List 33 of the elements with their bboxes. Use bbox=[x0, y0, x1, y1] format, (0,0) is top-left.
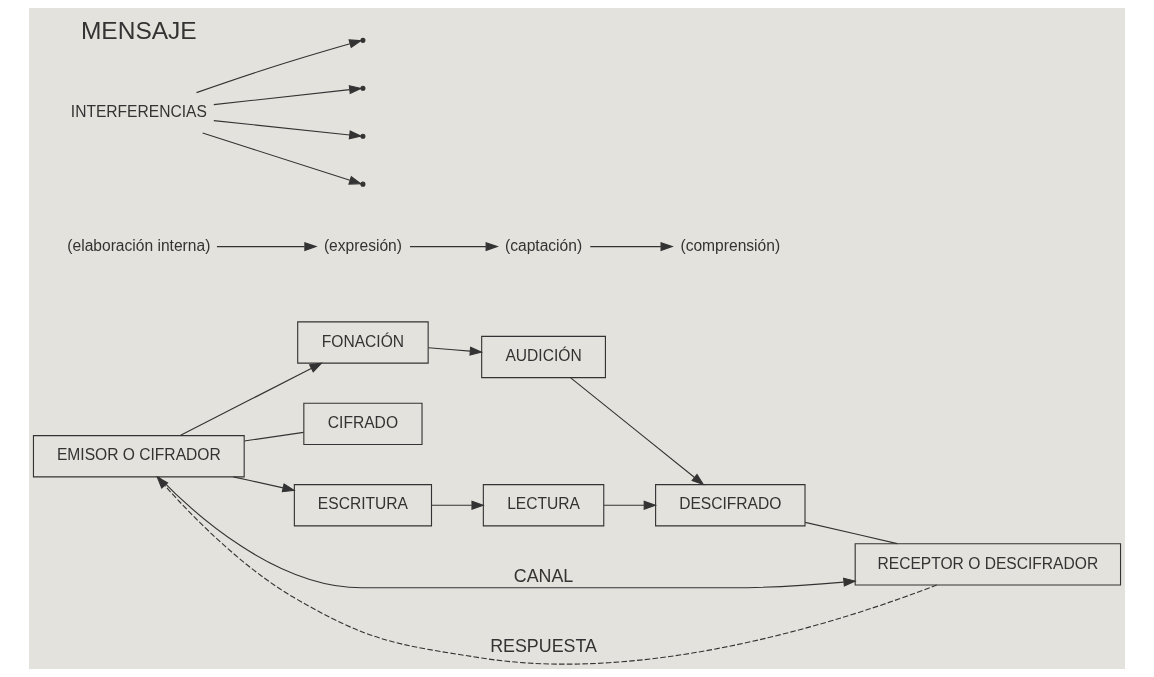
node-text: (comprensión) bbox=[680, 236, 781, 254]
arrow bbox=[216, 241, 318, 252]
arrow bbox=[589, 241, 674, 252]
node-box: EMISOR O CIFRADOR bbox=[32, 435, 245, 478]
connector bbox=[804, 521, 898, 545]
node-text: (captación) bbox=[504, 236, 583, 254]
arrow bbox=[409, 241, 499, 252]
node-text: (expresión) bbox=[323, 236, 402, 254]
node-text: (elaboración interna) bbox=[67, 236, 211, 254]
node-box: RECEPTOR O DESCIFRADOR bbox=[854, 543, 1122, 586]
arrow bbox=[232, 476, 296, 493]
arrow bbox=[158, 476, 857, 589]
arrow bbox=[180, 362, 323, 436]
arrow bbox=[431, 500, 485, 510]
edge-label: RESPUESTA bbox=[490, 636, 597, 657]
arrow bbox=[156, 475, 938, 665]
arrow bbox=[603, 500, 658, 510]
connector bbox=[243, 431, 305, 442]
node-box: FONACIÓN bbox=[297, 321, 429, 364]
arrow bbox=[202, 132, 363, 185]
node-box: DESCIFRADO bbox=[655, 484, 806, 527]
arrow bbox=[213, 120, 363, 140]
node-text: INTERFERENCIAS bbox=[70, 102, 207, 120]
node-box: CIFRADO bbox=[303, 402, 423, 446]
arrow bbox=[195, 39, 363, 94]
node-box: LECTURA bbox=[482, 484, 605, 527]
arrow bbox=[427, 346, 484, 356]
arrow bbox=[213, 85, 363, 106]
label: MENSAJE bbox=[80, 16, 197, 44]
node-box: AUDICIÓN bbox=[481, 335, 606, 379]
node-box: ESCRITURA bbox=[293, 484, 433, 527]
edge-label: CANAL bbox=[513, 565, 574, 586]
arrow bbox=[570, 377, 705, 486]
